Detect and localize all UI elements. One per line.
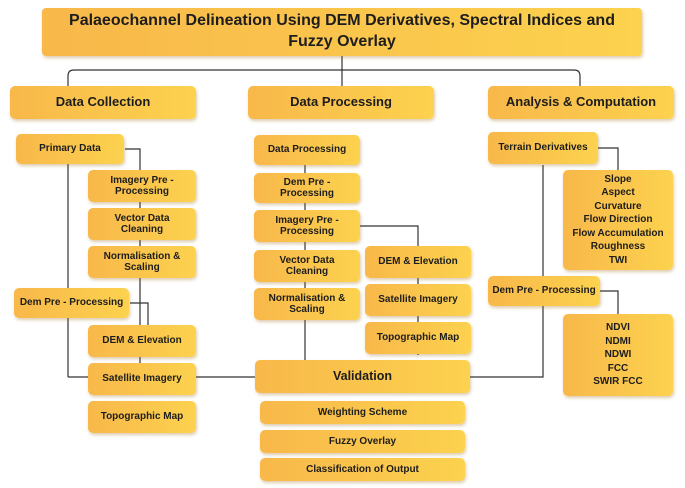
weighting-scheme-node: Weighting Scheme (260, 401, 465, 424)
primary-data-node: Primary Data (16, 134, 124, 164)
processing-data-processing-node: Data Processing (254, 135, 360, 165)
terrain-item-flow-direction: Flow Direction (583, 214, 653, 226)
index-item-ndmi: NDMI (605, 335, 631, 347)
terrain-item-twi: TWI (608, 254, 628, 266)
terrain-item-curvature: Curvature (594, 200, 642, 212)
collection-satellite-imagery-node: Satellite Imagery (88, 363, 196, 395)
classification-output-node: Classification of Output (260, 458, 465, 481)
processing-satellite-imagery-node: Satellite Imagery (365, 284, 471, 316)
index-item-swir-fcc: SWIR FCC (593, 376, 643, 388)
terrain-item-roughness: Roughness (590, 241, 646, 253)
terrain-derivatives-node: Terrain Derivatives (488, 132, 598, 164)
collection-vector-cleaning-node: Vector Data Cleaning (88, 208, 196, 240)
terrain-derivatives-list: Slope Aspect Curvature Flow Direction Fl… (563, 170, 673, 270)
processing-imagery-preprocessing-node: Imagery Pre - Processing (254, 210, 360, 242)
index-item-ndvi: NDVI (606, 322, 630, 334)
terrain-item-flow-accumulation: Flow Accumulation (572, 227, 664, 239)
processing-dem-preprocessing-node: Dem Pre - Processing (254, 173, 360, 203)
collection-imagery-preprocessing-node: Imagery Pre - Processing (88, 170, 196, 202)
index-item-ndwi: NDWI (604, 349, 632, 361)
processing-dem-elevation-node: DEM & Elevation (365, 246, 471, 278)
collection-topographic-map-node: Topographic Map (88, 401, 196, 433)
collection-dem-elevation-node: DEM & Elevation (88, 325, 196, 357)
heading-analysis-computation: Analysis & Computation (488, 86, 674, 119)
heading-data-processing: Data Processing (248, 86, 434, 119)
analysis-dem-preprocessing-node: Dem Pre - Processing (488, 276, 600, 306)
spectral-indices-list: NDVI NDMI NDWI FCC SWIR FCC (563, 314, 673, 396)
terrain-item-aspect: Aspect (601, 187, 635, 199)
processing-topographic-map-node: Topographic Map (365, 322, 471, 354)
processing-vector-cleaning-node: Vector Data Cleaning (254, 250, 360, 282)
processing-normalisation-node: Normalisation & Scaling (254, 288, 360, 320)
diagram-title: Palaeochannel Delineation Using DEM Deri… (42, 8, 642, 56)
fuzzy-overlay-node: Fuzzy Overlay (260, 430, 465, 453)
collection-dem-preprocessing-node: Dem Pre - Processing (14, 288, 129, 318)
index-item-fcc: FCC (607, 362, 629, 374)
heading-data-collection: Data Collection (10, 86, 196, 119)
terrain-item-slope: Slope (604, 173, 632, 185)
collection-normalisation-node: Normalisation & Scaling (88, 246, 196, 278)
validation-node: Validation (255, 360, 470, 393)
